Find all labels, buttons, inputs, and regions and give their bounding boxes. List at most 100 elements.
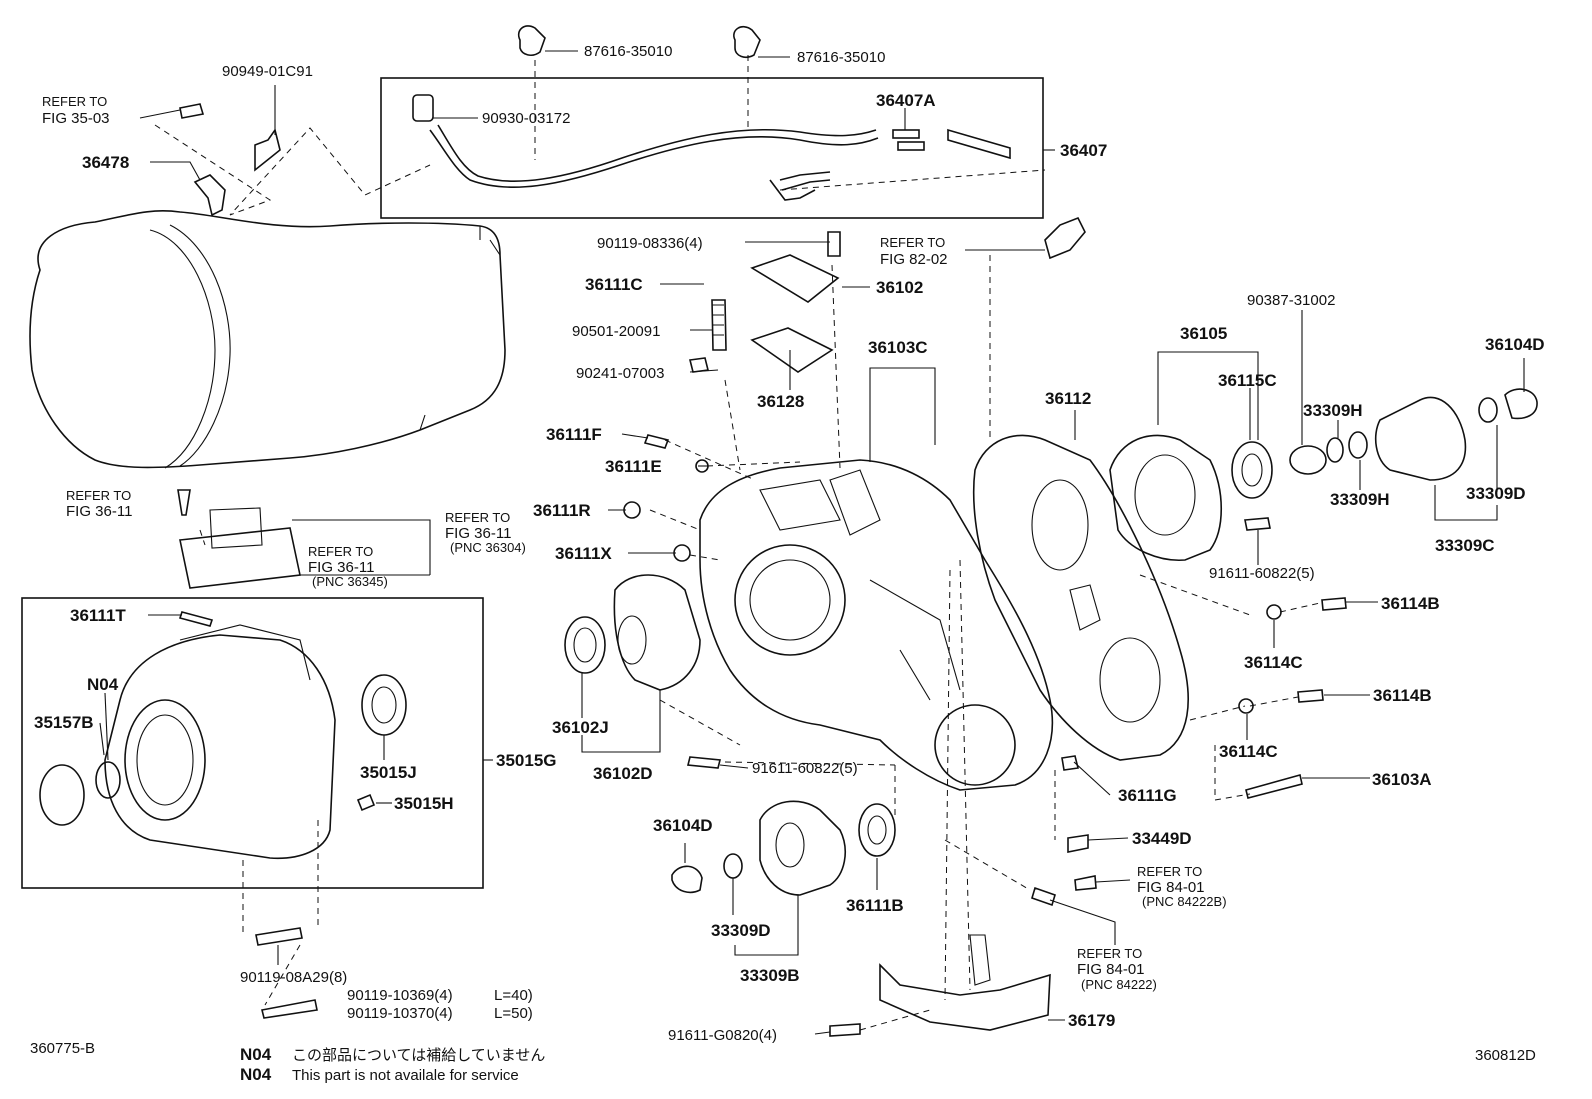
guide-lines (154, 55, 1321, 1031)
part-label[interactable]: 36112 (1045, 389, 1091, 408)
part-label[interactable]: 91611-60822(5) (752, 760, 858, 777)
rear-cover-36112 (972, 434, 1189, 761)
part-label[interactable]: 36114B (1381, 594, 1440, 613)
part-label[interactable]: 33449D (1132, 829, 1192, 848)
note-code: N04 (240, 1065, 272, 1084)
refer-link[interactable]: FIG 84-01 (1137, 879, 1205, 896)
part-label[interactable]: 36111G (1118, 786, 1177, 805)
hose-clip-icon (733, 25, 761, 58)
part-label[interactable]: 90119-10369(4) (347, 987, 453, 1004)
breather-hose (412, 94, 1011, 201)
part-label[interactable]: 36111C (585, 275, 643, 294)
transfer-adapter-35015G (39, 611, 407, 860)
refer-link[interactable]: FIG 36-11 (308, 559, 374, 576)
part-label[interactable]: 33309H (1303, 401, 1363, 420)
shift-cover-36102 (712, 254, 840, 373)
part-label[interactable]: 36407A (876, 91, 936, 110)
part-label[interactable]: 35015J (360, 763, 417, 782)
refer-text: REFER TO (880, 235, 945, 250)
part-label[interactable]: 36111T (70, 606, 126, 625)
part-label[interactable]: 36111F (546, 425, 602, 444)
refer-text: REFER TO (1077, 946, 1142, 961)
bracket-36179 (879, 934, 1051, 1031)
refer-pnc: (PNC 36304) (450, 540, 526, 555)
part-label[interactable]: 33309B (740, 966, 800, 985)
adapter-housing-box (21, 597, 484, 889)
refer-link[interactable]: FIG 35-03 (42, 110, 110, 127)
part-label[interactable]: 36103A (1372, 770, 1432, 789)
extension-housing-36105 (1109, 434, 1273, 561)
part-label[interactable]: 36102 (876, 278, 923, 297)
part-label[interactable]: 90930-03172 (482, 110, 570, 127)
refer-text: REFER TO (308, 544, 373, 559)
refer-text: REFER TO (1137, 864, 1202, 879)
part-label[interactable]: 36104D (1485, 335, 1545, 354)
part-label[interactable]: 36114C (1219, 742, 1278, 761)
part-label[interactable]: 36407 (1060, 141, 1107, 160)
part-label[interactable]: 33309H (1330, 490, 1390, 509)
part-label[interactable]: N04 (87, 675, 119, 694)
refer-link[interactable]: FIG 36-11 (66, 503, 132, 520)
part-label[interactable]: 36111R (533, 501, 591, 520)
refer-pnc: (PNC 36345) (312, 574, 388, 589)
hose-assembly-box (380, 77, 1044, 219)
part-label[interactable]: 90501-20091 (572, 323, 660, 340)
leader-lines (99, 50, 1525, 1035)
hose-clip-icon (517, 25, 546, 57)
adapter-plate (177, 489, 301, 589)
companion-flange-right (1289, 388, 1538, 481)
note-text-jp: この部品については補給していません (292, 1046, 545, 1064)
refer-pnc: (PNC 84222B) (1142, 894, 1227, 909)
part-label[interactable]: 36105 (1180, 324, 1227, 343)
part-label[interactable]: 35015H (394, 794, 454, 813)
bracket-icon (179, 103, 281, 217)
refer-link[interactable]: FIG 36-11 (445, 525, 511, 542)
part-label[interactable]: 33309C (1435, 536, 1495, 555)
part-label[interactable]: 90119-08A29(8) (240, 969, 347, 986)
refer-pnc: (PNC 84222) (1081, 977, 1157, 992)
note-text-en: This part is not availale for service (292, 1067, 519, 1084)
part-label[interactable]: 87616-35010 (797, 49, 885, 66)
part-label[interactable]: 90119-10370(4) (347, 1005, 453, 1022)
bolt-icon (255, 216, 1347, 1037)
bolt-length: L=40) (494, 987, 533, 1004)
part-label[interactable]: 36128 (757, 392, 804, 411)
transmission-outline (29, 210, 506, 469)
part-label[interactable]: 35015G (496, 751, 557, 770)
figure-code-right: 360812D (1475, 1047, 1536, 1064)
part-label[interactable]: 36102J (552, 718, 609, 737)
refer-link[interactable]: FIG 84-01 (1077, 961, 1145, 978)
part-label[interactable]: 36102D (593, 764, 653, 783)
part-label[interactable]: 91611-60822(5) (1209, 565, 1315, 582)
part-label[interactable]: 35157B (34, 713, 94, 732)
refer-text: REFER TO (66, 488, 131, 503)
refer-text: REFER TO (42, 94, 107, 109)
part-label[interactable]: 90949-01C91 (222, 63, 313, 80)
oil-seal-36102J (564, 616, 606, 674)
part-label[interactable]: 91611-G0820(4) (668, 1027, 777, 1044)
part-label[interactable]: 36179 (1068, 1011, 1115, 1030)
part-label[interactable]: 36115C (1218, 371, 1277, 390)
companion-flange-33309B (671, 800, 896, 896)
part-label[interactable]: 36111X (555, 544, 612, 563)
part-label[interactable]: 36104D (653, 816, 713, 835)
refer-text: REFER TO (445, 510, 510, 525)
part-label[interactable]: 36114C (1244, 653, 1303, 672)
part-label[interactable]: 36103C (868, 338, 928, 357)
part-label[interactable]: 36111E (605, 457, 662, 476)
figure-code-left: 360775-B (30, 1040, 95, 1057)
refer-link[interactable]: FIG 82-02 (880, 251, 948, 268)
part-label[interactable]: 90119-08336(4) (597, 235, 703, 252)
part-label[interactable]: 33309D (711, 921, 771, 940)
note-code: N04 (240, 1045, 272, 1064)
part-label[interactable]: 36478 (82, 153, 129, 172)
part-label[interactable]: 87616-35010 (584, 43, 672, 60)
front-cover-36102D (613, 574, 701, 691)
part-label[interactable]: 36114B (1373, 686, 1432, 705)
part-label[interactable]: 33309D (1466, 484, 1526, 503)
transfer-case-housing (699, 459, 1054, 791)
part-label[interactable]: 36111B (846, 896, 904, 915)
bolt-length: L=50) (494, 1005, 533, 1022)
part-label[interactable]: 90387-31002 (1247, 292, 1335, 309)
part-label[interactable]: 90241-07003 (576, 365, 664, 382)
